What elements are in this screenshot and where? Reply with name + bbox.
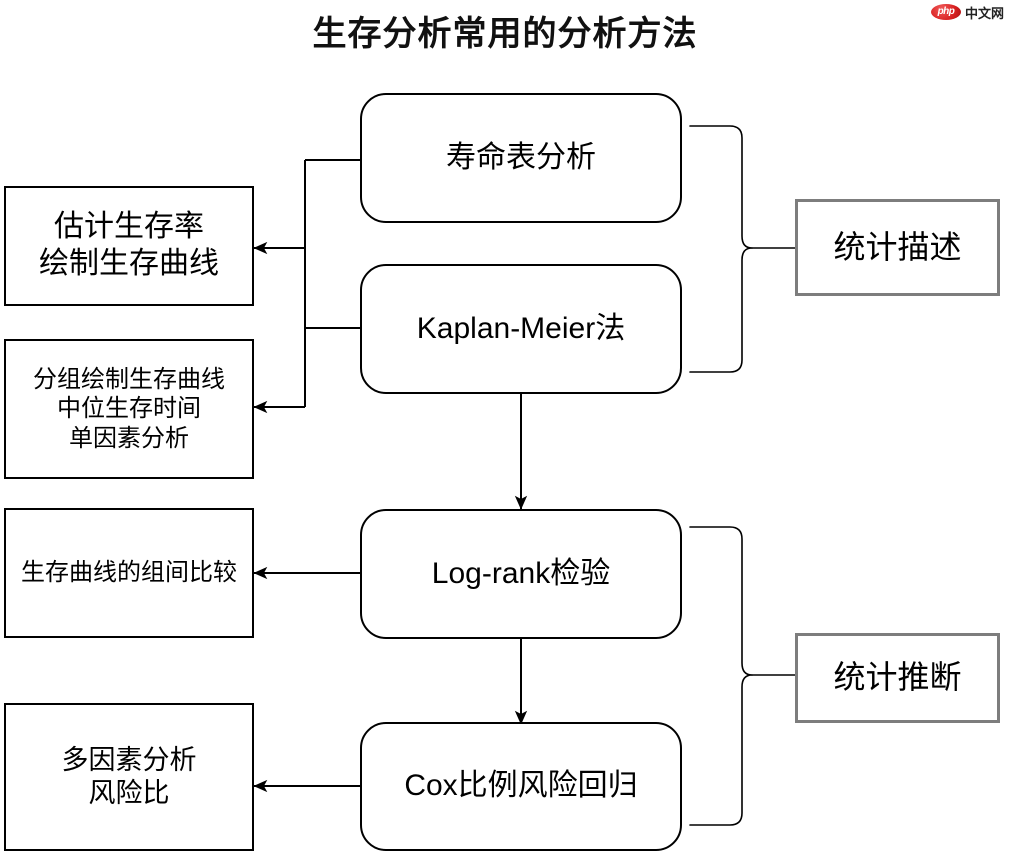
- method-box-kaplan-meier-label: Kaplan-Meier法: [416, 311, 626, 345]
- outcome-box-4-line-2: 风险比: [88, 778, 170, 808]
- brace-inferential: [689, 526, 753, 826]
- method-box-cox[interactable]: Cox比例风险回归: [360, 722, 682, 851]
- outcome-box-1-line-1: 估计生存率: [54, 210, 204, 244]
- outcome-box-1-line-2: 绘制生存曲线: [39, 247, 219, 280]
- method-box-log-rank[interactable]: Log-rank检验: [360, 509, 682, 639]
- outcome-box-3[interactable]: 生存曲线的组间比较: [4, 508, 254, 638]
- brace-descriptive: [689, 125, 753, 373]
- outcome-box-2[interactable]: 分组绘制生存曲线 中位生存时间 单因素分析: [4, 339, 254, 479]
- outcome-box-3-line-1: 生存曲线的组间比较: [21, 559, 237, 587]
- page-title: 生存分析常用的分析方法: [312, 15, 698, 53]
- method-box-life-table-label: 寿命表分析: [446, 140, 596, 174]
- method-box-cox-label: Cox比例风险回归: [404, 769, 638, 803]
- method-box-log-rank-label: Log-rank检验: [431, 556, 611, 590]
- outcome-box-4[interactable]: 多因素分析 风险比: [4, 703, 254, 851]
- category-box-descriptive-label: 统计描述: [833, 228, 962, 265]
- outcome-box-4-line-1: 多因素分析: [61, 745, 197, 776]
- category-box-inferential[interactable]: 统计推断: [795, 633, 1000, 723]
- category-box-descriptive[interactable]: 统计描述: [795, 199, 1000, 296]
- site-logo-label: 中文网: [964, 6, 1004, 22]
- outcome-box-2-line-1: 分组绘制生存曲线: [33, 366, 225, 394]
- site-logo: php 中文网: [930, 2, 1004, 22]
- php-badge-icon: php: [930, 4, 961, 20]
- method-box-life-table[interactable]: 寿命表分析: [360, 93, 682, 223]
- outcome-box-2-line-3: 单因素分析: [69, 424, 189, 452]
- outcome-box-2-line-2: 中位生存时间: [57, 395, 201, 423]
- category-box-inferential-label: 统计推断: [833, 659, 962, 696]
- outcome-box-1[interactable]: 估计生存率 绘制生存曲线: [4, 186, 254, 306]
- method-box-kaplan-meier[interactable]: Kaplan-Meier法: [360, 264, 682, 394]
